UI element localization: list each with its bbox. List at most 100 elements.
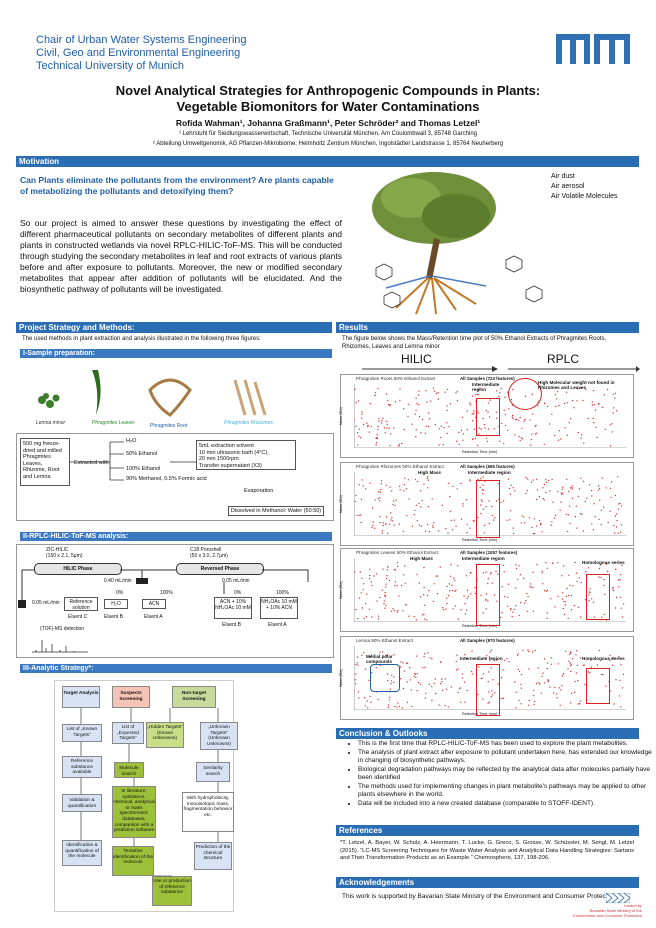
scatter-point (537, 667, 539, 669)
hilic-phase-column: HILIC Phase (34, 563, 122, 575)
scatter-point (570, 608, 573, 611)
scatter-point (511, 416, 513, 418)
scatter-point (459, 687, 461, 689)
scatter-point (491, 582, 493, 584)
scatter-point (592, 417, 594, 420)
scatter-point (411, 705, 413, 708)
scatter-point (479, 486, 481, 488)
scatter-point (402, 610, 404, 612)
scatter-point (564, 604, 567, 606)
authors: Rofida Wahman¹, Johanna Graßmann¹, Peter… (175, 118, 481, 128)
scatter-point (387, 403, 390, 406)
scatter-point (463, 595, 465, 597)
scatter-point (377, 618, 379, 620)
scatter-point (415, 409, 417, 412)
scatter-point (358, 597, 361, 599)
scatter-point (420, 432, 422, 434)
scatter-point (383, 600, 385, 602)
scatter-point (453, 519, 456, 521)
scatter-plot (354, 558, 626, 622)
scatter-point (488, 701, 491, 703)
scatter-point (451, 529, 454, 531)
scatter-point (611, 658, 613, 660)
scatter-point (450, 563, 452, 566)
scatter-point (570, 594, 573, 597)
plot-title: Phragmites Roots 50% Ethanol Extract (356, 376, 436, 381)
scatter-point (435, 692, 437, 695)
tof-spectrum-icon (32, 640, 88, 653)
scatter-point (437, 398, 439, 400)
c18-column-label: C18 Poroshell (50 x 3.0, 2.7µm) (190, 547, 228, 559)
scatter-point (502, 669, 504, 671)
scatter-point (403, 408, 405, 410)
scatter-point (404, 477, 406, 479)
scatter-point (600, 509, 602, 511)
scatter-point (567, 668, 569, 670)
scatter-point (371, 616, 373, 618)
scatter-point (524, 602, 526, 604)
scatter-point (444, 391, 446, 393)
scatter-point (451, 589, 454, 592)
scatter-point (598, 576, 600, 578)
scatter-point (442, 689, 444, 691)
scatter-point (498, 395, 500, 398)
flow-unknown-targets: „Unknown Targets” (Unknown Unknowns) (200, 722, 238, 750)
motivation-body: So our project is aimed to answer these … (20, 218, 342, 294)
scatter-point (612, 657, 614, 659)
scatter-point (578, 488, 581, 490)
scatter-point (406, 662, 409, 664)
scatter-point (599, 564, 601, 566)
scatter-point (393, 676, 395, 678)
scatter-point (615, 596, 618, 599)
scatter-point (480, 504, 482, 506)
scatter-point (569, 670, 572, 672)
institution-line-2: Civil, Geo and Environmental Engineering (36, 47, 241, 59)
scatter-point (517, 653, 519, 655)
scatter-point (530, 583, 532, 585)
scatter-point (393, 524, 395, 526)
scatter-point (472, 520, 475, 522)
scatter-point (573, 604, 576, 607)
scatter-point (620, 524, 623, 526)
scatter-point (582, 399, 584, 402)
lc-plumbing (18, 569, 309, 608)
scatter-point (455, 589, 457, 591)
flow-tentative-identification: Tentative identification of the molecule (112, 846, 154, 876)
scatter-point (560, 438, 562, 440)
scatter-point (394, 705, 396, 708)
scatter-point (488, 691, 490, 693)
scatter-point (456, 488, 458, 490)
scatter-point (477, 444, 479, 447)
scatter-point (483, 423, 486, 426)
scatter-point (361, 479, 363, 481)
scatter-point (424, 653, 426, 655)
scatter-point (588, 484, 591, 486)
scatter-point (426, 477, 429, 480)
scatter-point (430, 400, 432, 402)
scatter-point (605, 685, 607, 687)
scatter-point (521, 515, 523, 517)
scatter-point (525, 492, 527, 495)
scatter-point (543, 402, 546, 405)
scatter-point (455, 392, 457, 394)
scatter-point (385, 484, 387, 487)
scatter-point (473, 428, 475, 430)
scatter-point (509, 510, 512, 512)
scatter-point (615, 679, 617, 681)
plot-annotation: Medial polar compounds (366, 654, 393, 665)
acknowledgements-heading: Acknowledgements (336, 877, 639, 888)
scatter-point (407, 479, 409, 481)
scatter-point (420, 506, 422, 508)
scatter-point (561, 488, 564, 490)
scatter-point (466, 532, 468, 534)
highlight-region-red (476, 664, 500, 716)
scatter-point (432, 600, 434, 603)
plot-annotation: Intermediate region (460, 656, 503, 661)
scatter-point (554, 514, 557, 517)
scatter-point (361, 607, 364, 609)
scatter-point (369, 482, 371, 484)
scatter-point (356, 662, 358, 664)
scatter-point (535, 498, 538, 501)
scatter-point (539, 524, 542, 526)
scatter-point (526, 490, 528, 492)
